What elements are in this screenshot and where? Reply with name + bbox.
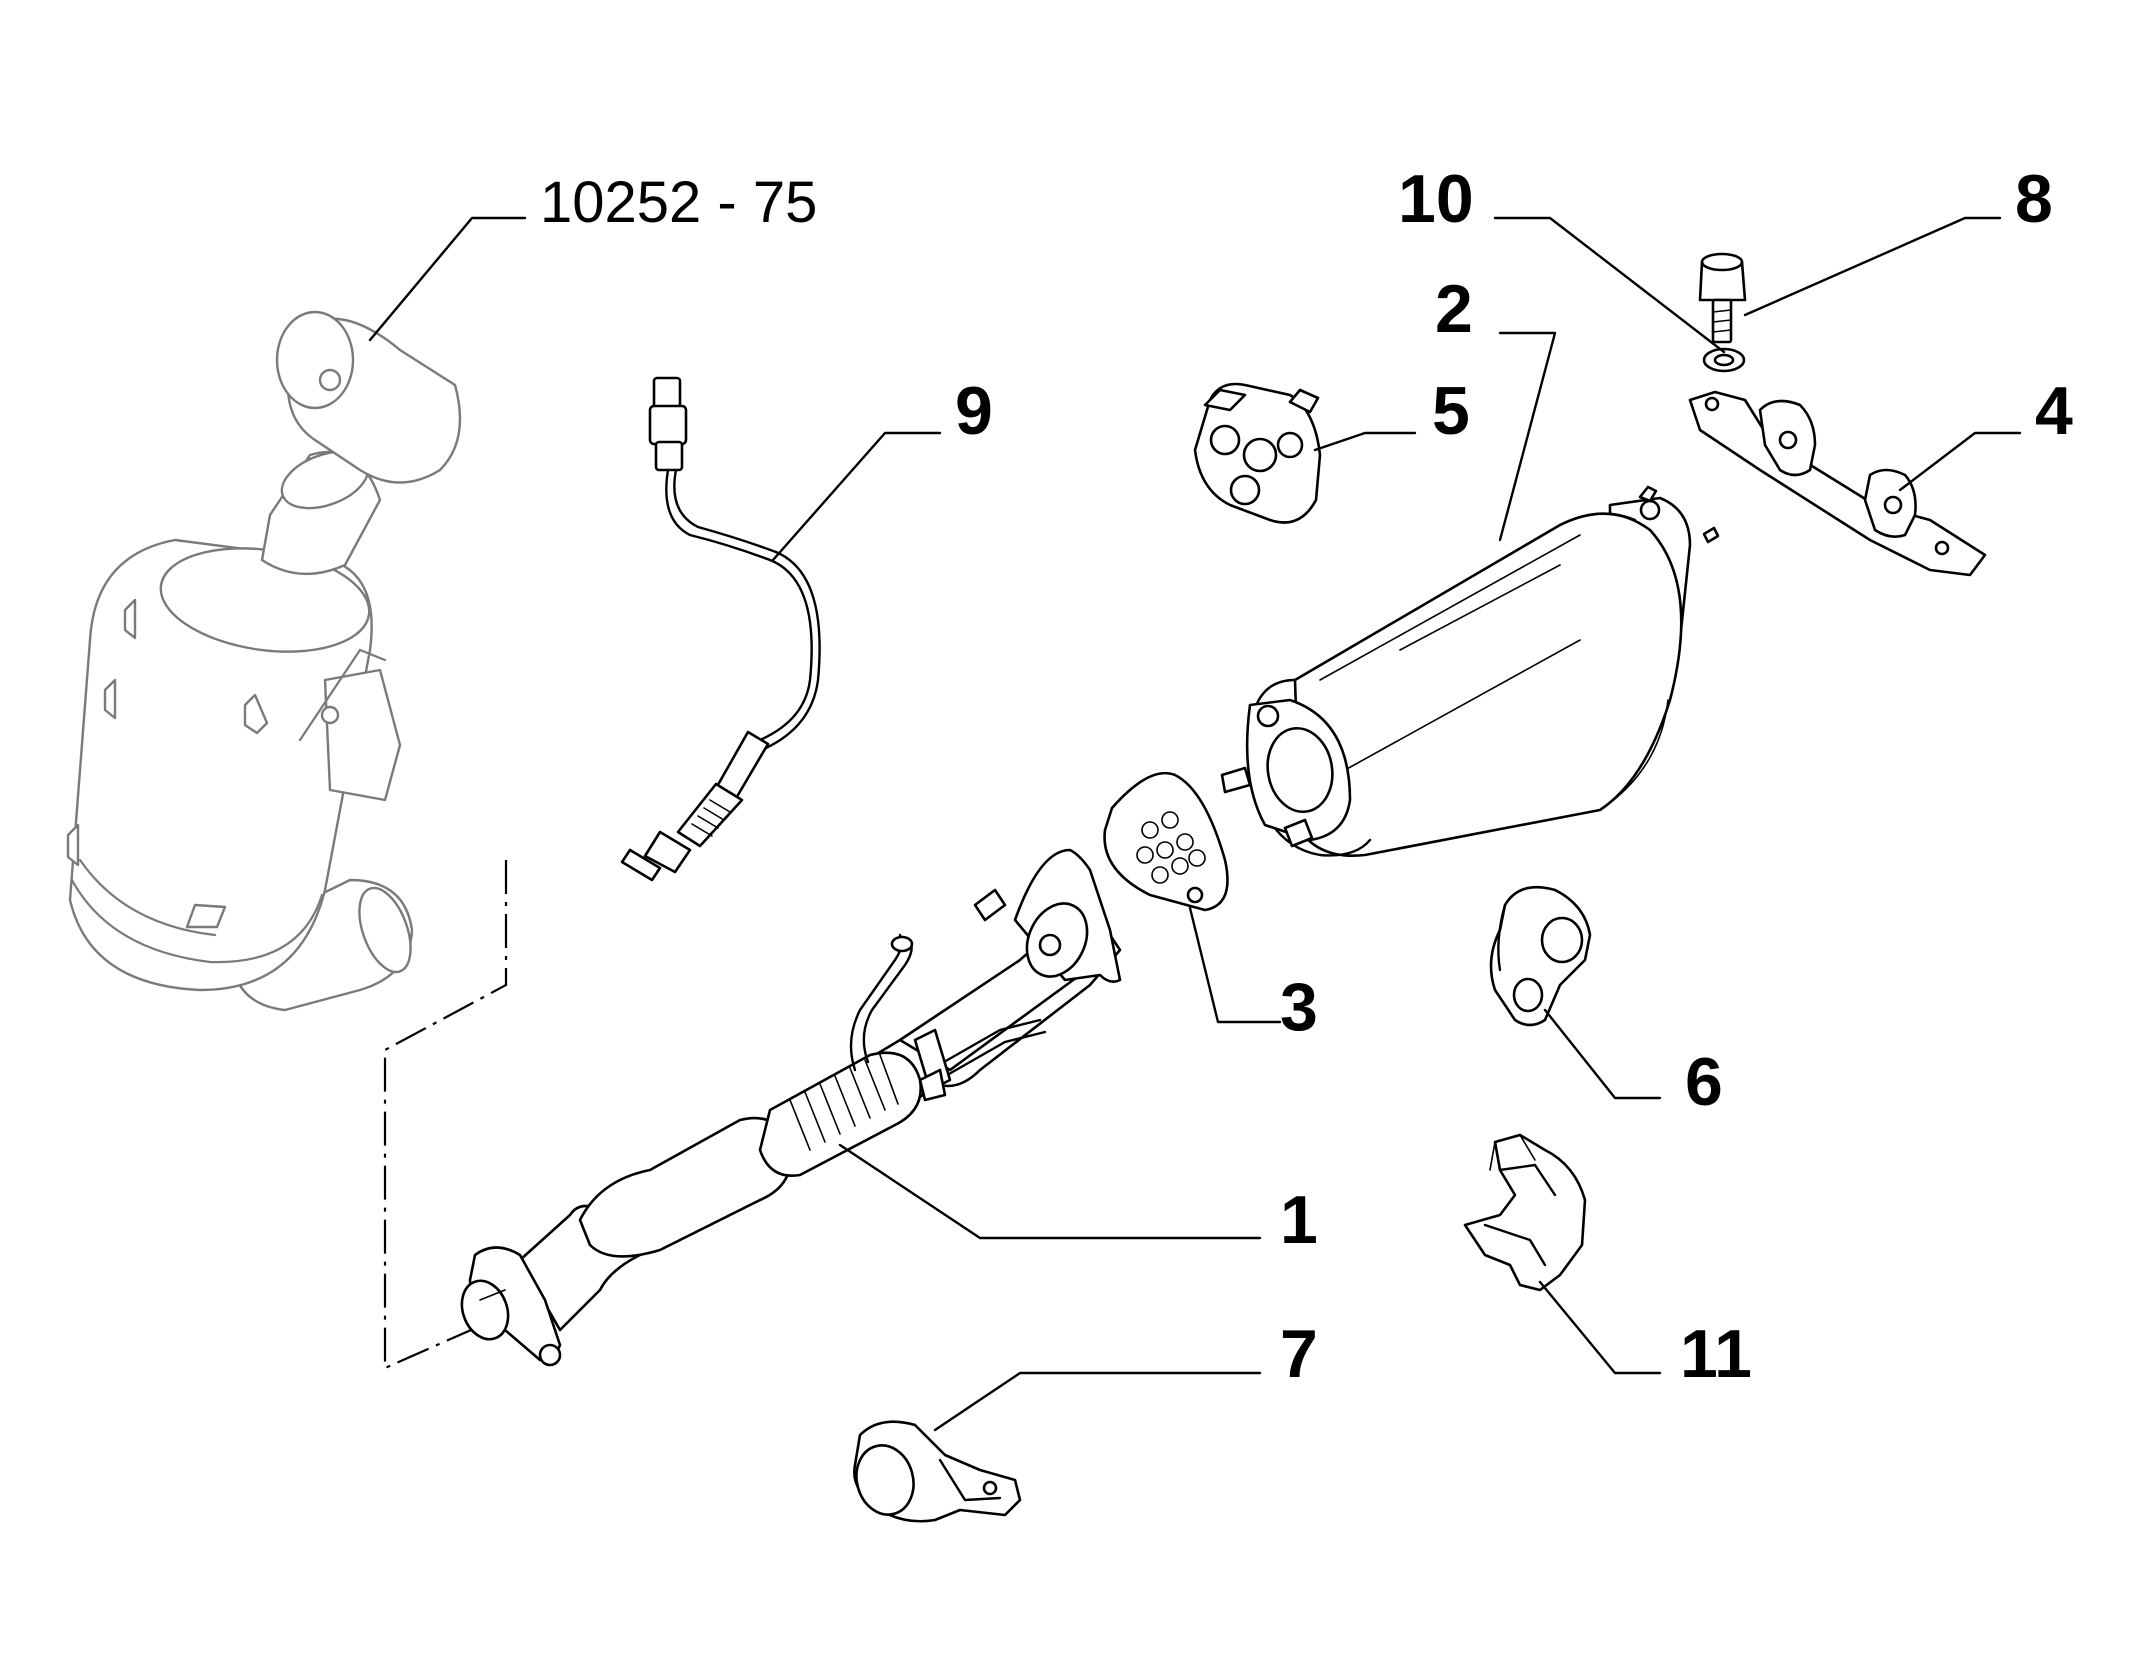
part-7-pipe-clamp bbox=[852, 1420, 1022, 1523]
callout-1: 1 bbox=[1280, 1182, 1318, 1258]
part-2-particulate-filter bbox=[1220, 485, 1720, 857]
part-10-washer bbox=[1702, 347, 1746, 373]
callout-2: 2 bbox=[1435, 271, 1473, 347]
callout-9: 9 bbox=[955, 373, 993, 449]
callout-3: 3 bbox=[1280, 969, 1318, 1045]
part-4-mounting-bracket bbox=[1688, 390, 1987, 577]
callout-5: 5 bbox=[1432, 373, 1470, 449]
part-3-triangular-gasket bbox=[1103, 771, 1229, 912]
callout-7: 7 bbox=[1280, 1316, 1318, 1392]
reference-label: 10252 - 75 bbox=[540, 170, 817, 235]
part-1-front-exhaust-pipe bbox=[460, 848, 1122, 1367]
callout-4: 4 bbox=[2035, 373, 2073, 449]
part-6-rubber-hanger bbox=[1489, 885, 1592, 1027]
part-11-clip bbox=[1463, 1133, 1587, 1292]
part-5-flange-gasket bbox=[1193, 382, 1322, 524]
callout-6: 6 bbox=[1685, 1044, 1723, 1120]
connection-dashed-line bbox=[383, 860, 508, 1370]
part-8-bolt bbox=[1698, 252, 1747, 344]
reference-catalyst-assembly bbox=[66, 310, 462, 1012]
part-9-lambda-sensor bbox=[620, 376, 821, 882]
callout-11: 11 bbox=[1680, 1316, 1752, 1392]
callout-10: 10 bbox=[1398, 161, 1474, 237]
callout-8: 8 bbox=[2015, 161, 2053, 237]
leader-lines bbox=[368, 216, 2022, 1432]
